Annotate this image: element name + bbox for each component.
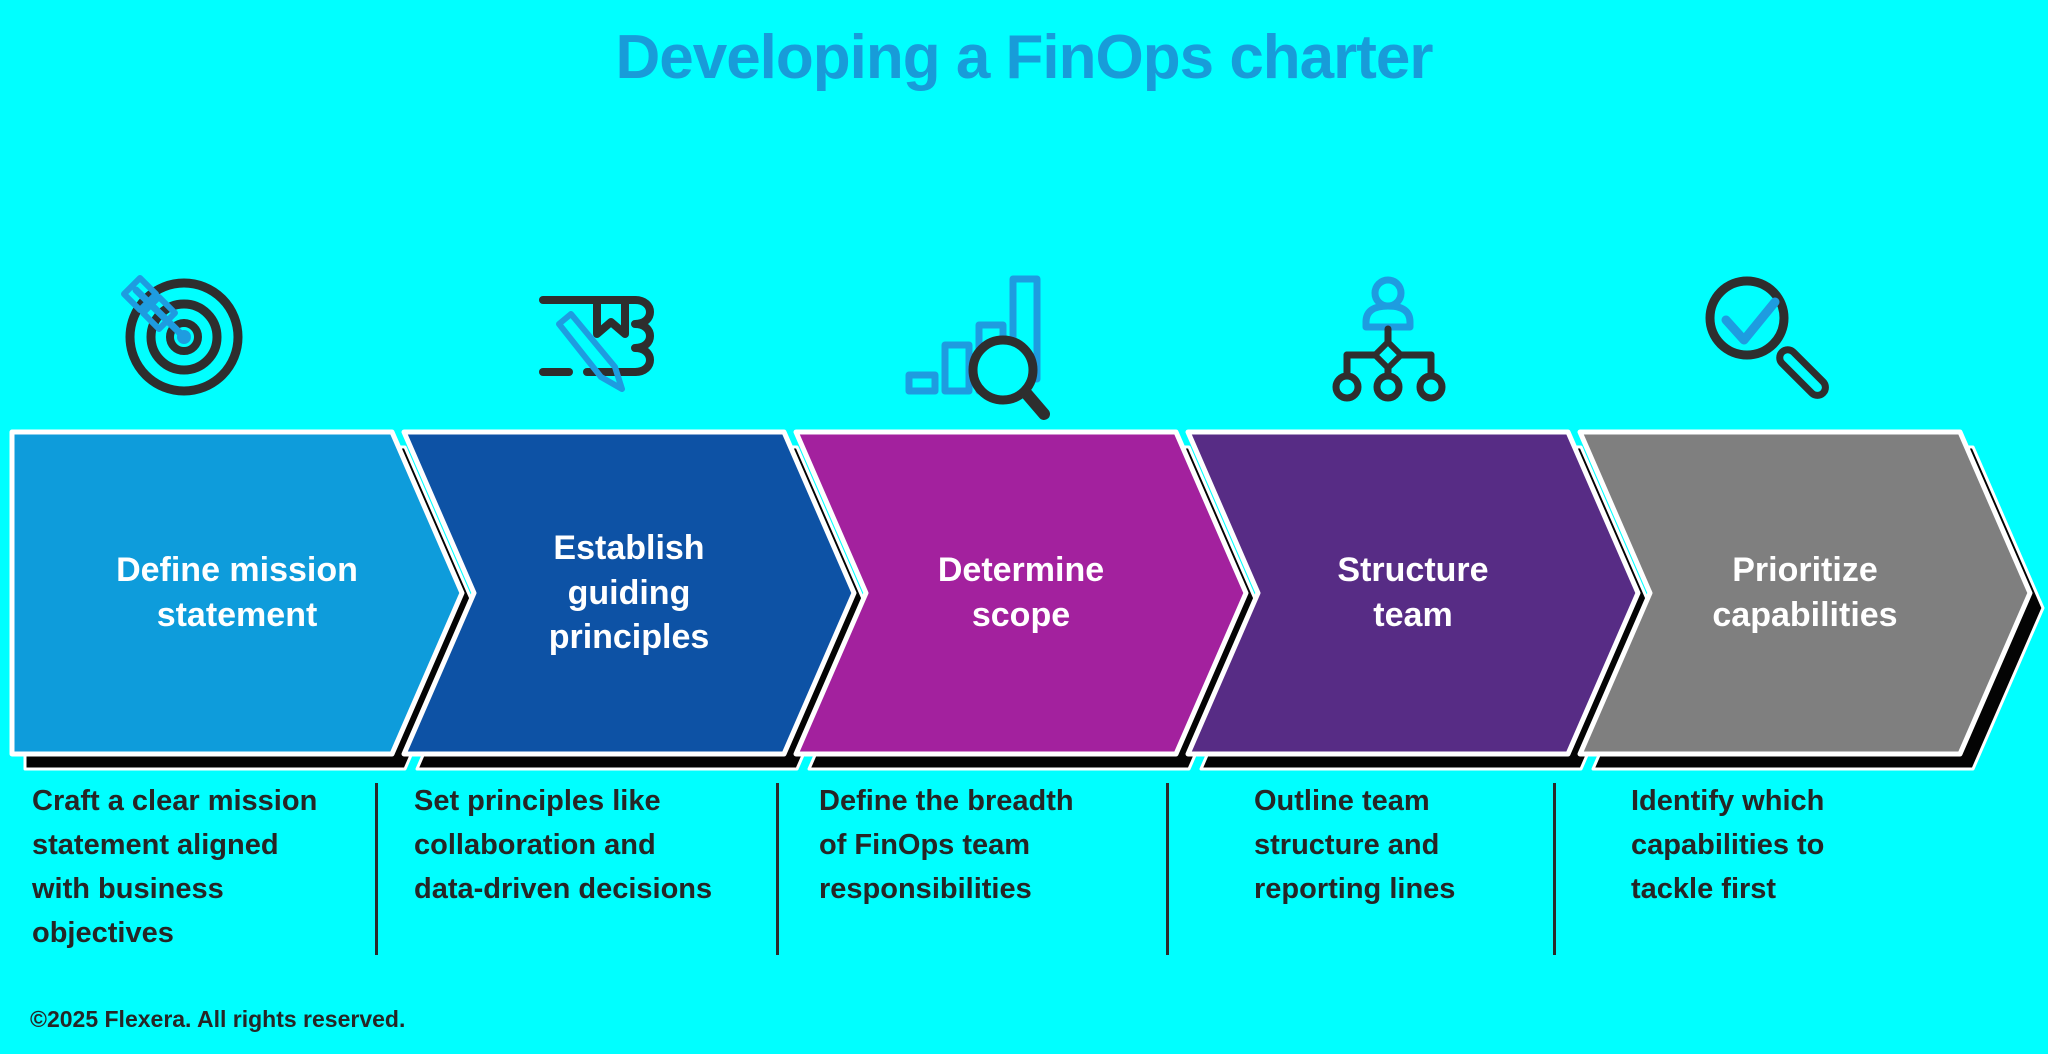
step-description-4: Outline team structure and reporting lin… [1254,785,1456,905]
divider [375,783,378,955]
chevron-body [1185,429,1641,757]
chevron-step-4 [1185,429,1653,771]
chevron-step-2 [401,429,869,771]
chevron-body [1577,429,2033,757]
copyright-text: ©2025 Flexera. All rights reserved. [30,1006,406,1032]
chevron-body [401,429,857,757]
divider [1166,783,1169,955]
page-title: Developing a FinOps charter [615,23,1433,92]
magnifier-check-icon [1705,276,1829,399]
chevron-body [793,429,1249,757]
step-description-1: Craft a clear mission statement aligned … [32,785,318,949]
divider [1553,783,1556,955]
book-pen-icon [539,296,654,392]
chevron-body [9,429,465,757]
chevron-step-1 [9,429,477,771]
divider [776,783,779,955]
bar-chart-magnifier-icon [905,275,1050,420]
org-chart-icon [1332,276,1446,402]
step-description-3: Define the breadth of FinOps team respon… [819,785,1074,905]
step-description-5: Identify which capabilities to tackle fi… [1631,785,1825,905]
chevron-step-5 [1577,429,2045,771]
chevron-step-3 [793,429,1261,771]
step-description-2: Set principles like collaboration and da… [414,785,713,905]
target-arrow-icon [121,275,243,396]
